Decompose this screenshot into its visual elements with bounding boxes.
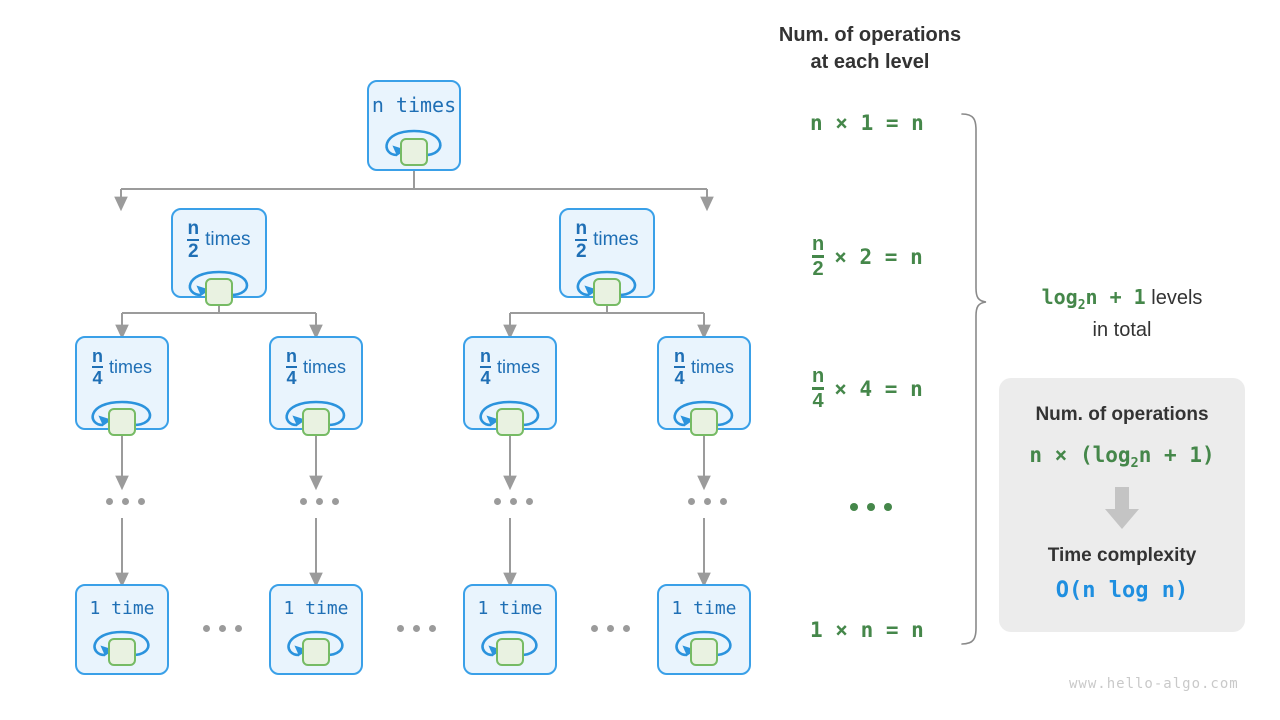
operations-row-4: 1 × n = n [810,618,924,642]
self-loop-icon [463,391,557,436]
loop-body-box [205,278,233,306]
self-loop-icon [657,391,751,436]
self-loop-icon [559,263,655,306]
tree-node-level1-1[interactable]: n 2 times [559,208,655,306]
operations-row-expr: 1 × n = n [810,618,924,642]
operations-row-1: n 2 × 2 = n [812,234,923,279]
summary-caption-top: Num. of operations [1035,404,1209,425]
loop-body-box [302,638,330,666]
loop-body-box [496,638,524,666]
loop-body-box [593,278,621,306]
horizontal-ellipsis-2 [591,625,630,632]
self-loop-icon [75,622,169,666]
self-loop-icon [657,622,751,666]
node-label: 1 time [477,598,543,619]
operations-column-title: Num. of operations at each level [760,22,980,76]
self-loop-icon [75,391,169,436]
levels-note: log2n + 1 levels in total [992,283,1252,345]
self-loop-icon [367,121,461,166]
operations-title-line1: Num. of operations [778,24,962,46]
loop-body-box [302,408,330,436]
levels-formula: log2n + 1 [1041,285,1146,313]
node-label: n 4 times [91,346,152,388]
summary-expression-complexity: O(n log n) [1055,578,1189,604]
summary-caption-bottom: Time complexity [1047,545,1197,567]
fraction: n 4 [812,365,825,412]
vertical-ellipsis-0 [106,498,145,505]
operations-row-expr: n × 1 = n [810,111,924,135]
levels-note-line2: in total [1092,318,1152,341]
tree-node-level1-0[interactable]: n 2 times [171,208,267,306]
operations-row-2: n 4 × 4 = n [812,366,923,411]
loop-body-box [496,408,524,436]
horizontal-ellipsis-0 [203,625,242,632]
down-arrow-icon [1099,485,1145,531]
node-label: 1 time [89,598,155,619]
tree-node-leaf-3[interactable]: 1 time [657,584,751,675]
self-loop-icon [171,263,267,306]
watermark: www.hello-algo.com [1069,676,1239,692]
levels-note-text: levels [1145,287,1203,309]
tree-node-level2-0[interactable]: n 4 times [75,336,169,436]
loop-body-box [108,408,136,436]
self-loop-icon [269,391,363,436]
node-label: n 4 times [479,346,540,388]
operations-row-expr: × 4 = n [834,376,923,401]
node-label: 1 time [671,598,737,619]
loop-body-box [690,638,718,666]
fraction: n 2 [812,233,825,280]
node-label: n 4 times [673,346,734,388]
tree-node-level2-3[interactable]: n 4 times [657,336,751,436]
operations-row-expr: × 2 = n [834,244,923,269]
operations-row-0: n × 1 = n [810,111,924,135]
loop-body-box [108,638,136,666]
vertical-ellipsis-2 [494,498,533,505]
self-loop-icon [269,622,363,666]
node-label: n times [371,93,457,117]
levels-brace [961,113,987,645]
tree-node-leaf-1[interactable]: 1 time [269,584,363,675]
tree-node-leaf-0[interactable]: 1 time [75,584,169,675]
loop-body-box [690,408,718,436]
node-label: 1 time [283,598,349,619]
tree-node-level2-1[interactable]: n 4 times [269,336,363,436]
loop-body-box [400,138,428,166]
operations-row-3-ellipsis [850,503,892,511]
tree-node-level0-0[interactable]: n times [367,80,461,171]
vertical-ellipsis-3 [688,498,727,505]
self-loop-icon [463,622,557,666]
vertical-ellipsis-1 [300,498,339,505]
summary-expression-operations: n × (log2n + 1) [1029,443,1215,472]
node-label: n 2 times [575,218,639,262]
operations-title-line2: at each level [810,51,930,73]
horizontal-ellipsis-1 [397,625,436,632]
node-label: n 2 times [187,218,251,262]
node-label: n 4 times [285,346,346,388]
tree-node-level2-2[interactable]: n 4 times [463,336,557,436]
summary-card: Num. of operations n × (log2n + 1) Time … [999,378,1245,632]
tree-node-leaf-2[interactable]: 1 time [463,584,557,675]
